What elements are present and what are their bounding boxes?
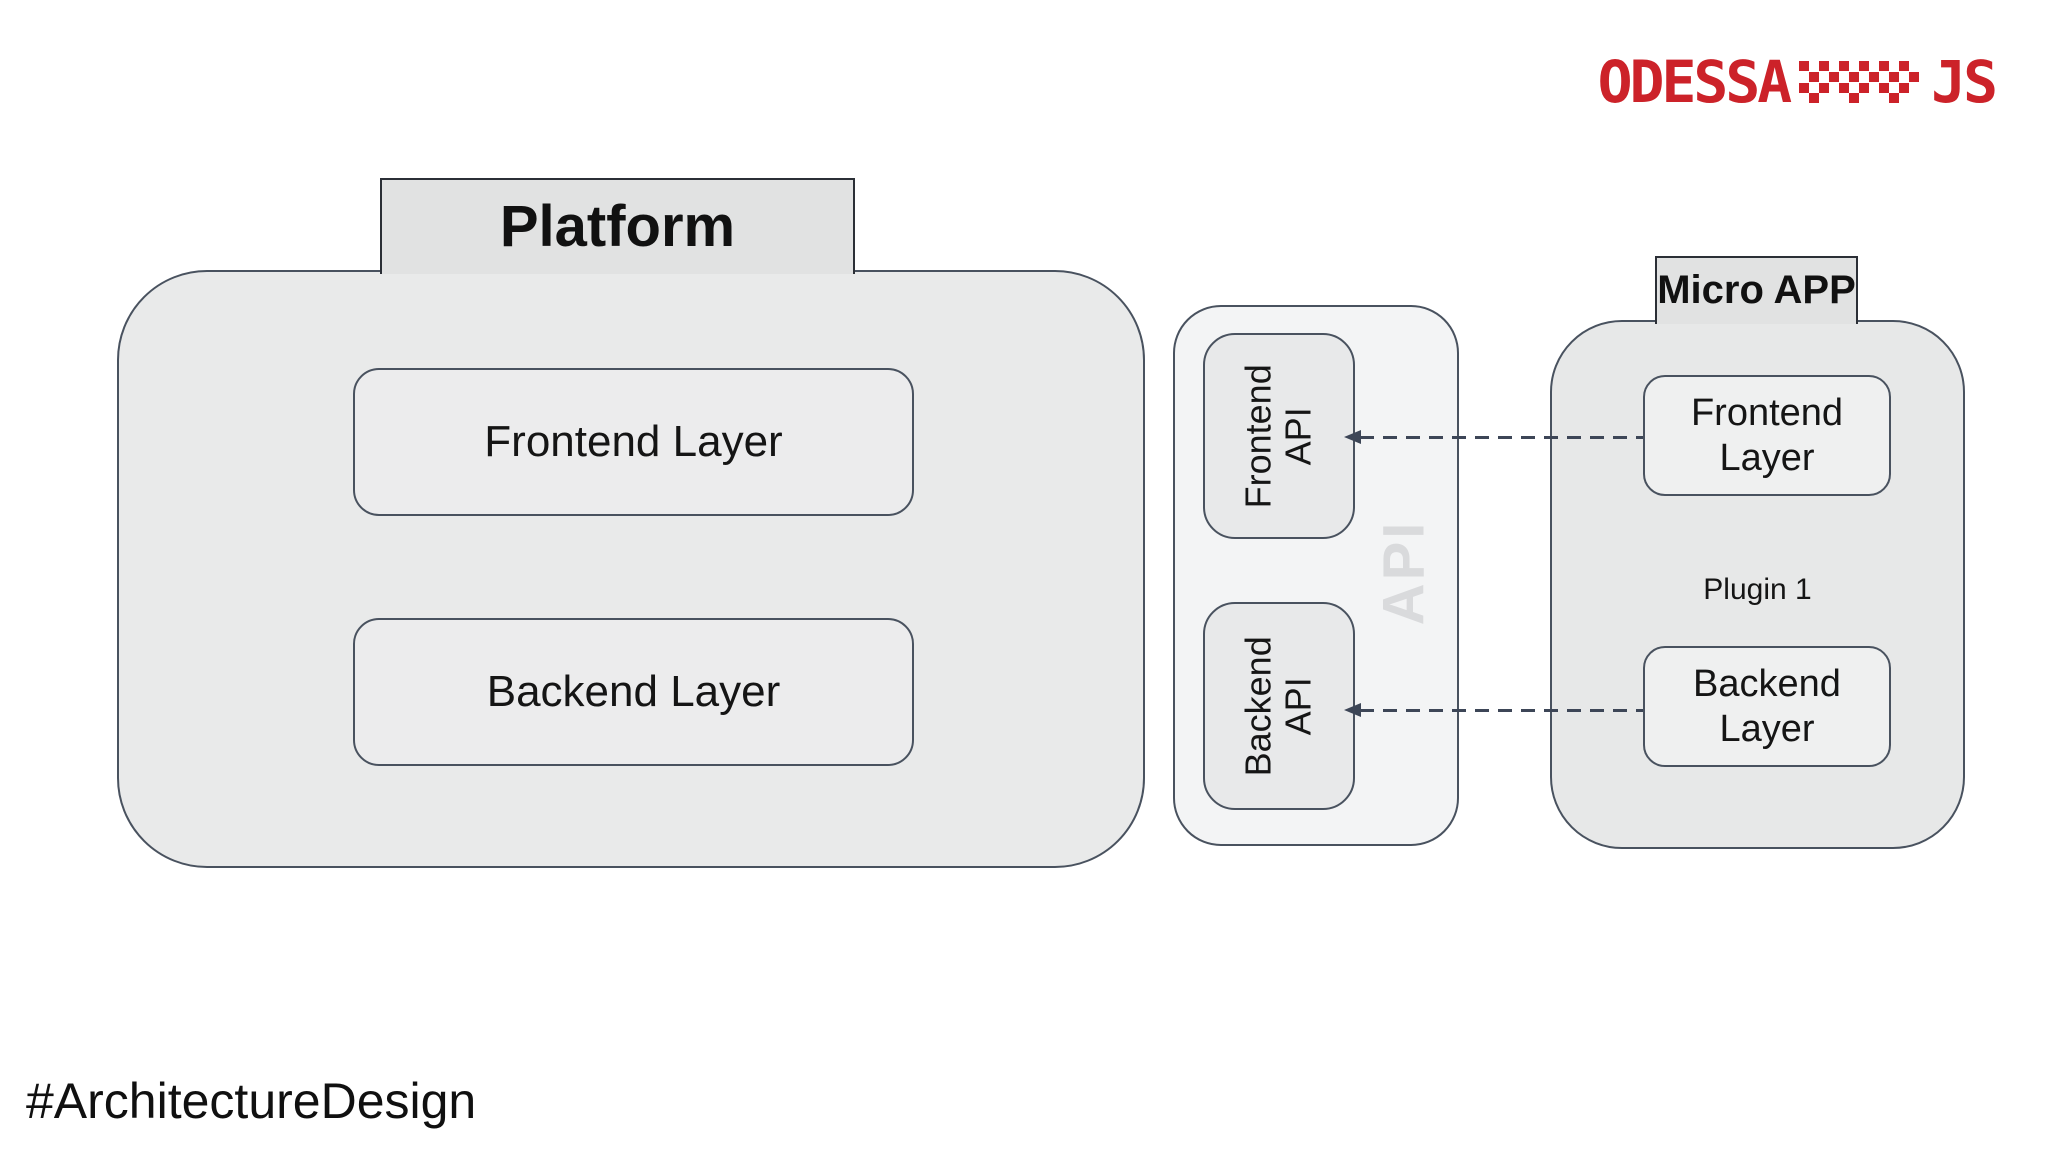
platform-container xyxy=(117,270,1145,868)
api-watermark: API xyxy=(1285,519,1525,625)
platform-backend-layer-label: Backend Layer xyxy=(486,667,781,717)
odessajs-logo-text-right: JS xyxy=(1931,48,1998,116)
micro-app-title-label: Micro APP xyxy=(1657,268,1856,313)
micro-app-backend-layer: Backend Layer xyxy=(1643,646,1891,767)
micro-app-title: Micro APP xyxy=(1655,256,1858,324)
micro-app-plugin-label: Plugin 1 xyxy=(1703,573,1812,607)
api-backend-api: Backend API xyxy=(1203,602,1355,810)
platform-title-label: Platform xyxy=(499,193,736,259)
platform-frontend-layer-label: Frontend Layer xyxy=(484,417,783,467)
micro-app-backend-layer-label: Backend Layer xyxy=(1693,662,1841,750)
hashtag-caption: #ArchitectureDesign xyxy=(26,1073,477,1129)
pixel-zigzag-icon xyxy=(1799,61,1920,103)
api-frontend-api: Frontend API xyxy=(1203,333,1355,539)
frontend-connection-arrow xyxy=(1344,430,1643,444)
api-backend-api-label: Backend API xyxy=(1237,635,1319,777)
api-watermark-label: API xyxy=(1371,519,1437,625)
platform-frontend-layer: Frontend Layer xyxy=(353,368,914,516)
odessajs-logo-text-left: ODESSA xyxy=(1597,48,1793,116)
micro-app-frontend-layer-label: Frontend Layer xyxy=(1690,391,1844,479)
micro-app-frontend-layer: Frontend Layer xyxy=(1643,375,1891,496)
micro-app-plugin: Plugin 1 xyxy=(1655,566,1860,614)
platform-title: Platform xyxy=(380,178,855,274)
backend-connection-arrow xyxy=(1344,703,1643,717)
platform-backend-layer: Backend Layer xyxy=(353,618,914,766)
api-frontend-api-label: Frontend API xyxy=(1237,363,1319,509)
odessajs-logo: ODESSA JS xyxy=(1597,48,1998,116)
